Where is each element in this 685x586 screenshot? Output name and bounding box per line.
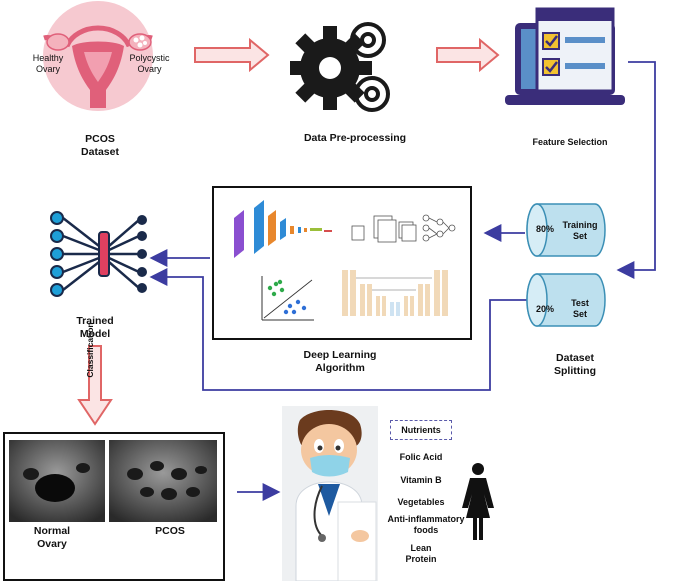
- feature-selection-label: Feature Selection: [532, 137, 608, 147]
- ultrasound-box: [3, 432, 225, 581]
- nutrient-item: Lean Protein: [405, 543, 437, 565]
- classification-label: Classification: [85, 322, 95, 378]
- pcos-image: [109, 440, 217, 522]
- line-test-to-model: [149, 268, 527, 391]
- unet-sketch: [342, 270, 448, 316]
- healthy-ovary-label: Healthy Ovary: [32, 53, 64, 75]
- nutrients-title: Nutrients: [401, 425, 441, 435]
- nutrients-box: [390, 420, 452, 440]
- red-arrow-2: [436, 37, 500, 73]
- trained-model-label: Trained Model: [76, 315, 114, 341]
- nutrient-item: Anti-inflammatory foods: [387, 514, 465, 536]
- red-arrow-down: [77, 345, 113, 426]
- test-set-label: Test Set: [571, 298, 589, 320]
- doctor-panel: [282, 406, 378, 582]
- deep-learning-box: [212, 186, 472, 340]
- ann-sketch: [351, 214, 456, 243]
- test-cylinder: [526, 273, 606, 327]
- training-pct: 80%: [535, 224, 554, 234]
- deep-learning-label: Deep Learning Algorithm: [303, 349, 377, 375]
- uterus-illustration: [43, 1, 153, 111]
- trained-model-icon: [50, 211, 147, 297]
- cylinders: [526, 203, 606, 327]
- woman-icon: [462, 463, 494, 540]
- doctor-illustration: [295, 409, 377, 582]
- polycystic-ovary-label: Polycystic Ovary: [129, 53, 170, 75]
- normal-ovary-label: Normal Ovary: [33, 525, 71, 551]
- pcos-dataset-label: PCOS Dataset: [81, 133, 119, 159]
- nutrient-item: Vegetables: [397, 497, 445, 507]
- test-pct: 20%: [535, 304, 554, 314]
- nutrient-item: Vitamin B: [400, 475, 442, 485]
- scatter-sketch: [261, 276, 314, 321]
- ultrasound-images: [9, 440, 217, 522]
- cnn-sketch: [234, 200, 332, 258]
- training-cylinder: [526, 203, 606, 257]
- dl-architectures: [234, 200, 456, 321]
- training-set-label: Training Set: [562, 220, 598, 242]
- preprocessing-label: Data Pre-processing: [303, 132, 407, 144]
- feature-selection-icon: [505, 7, 625, 105]
- pcos-result-label: PCOS: [155, 525, 185, 537]
- red-arrow-1: [194, 37, 270, 73]
- nutrient-item: Folic Acid: [399, 452, 443, 462]
- gears-icon: [290, 22, 390, 112]
- line-feature-to-split: [616, 61, 656, 279]
- dataset-splitting-label: Dataset Splitting: [554, 352, 596, 378]
